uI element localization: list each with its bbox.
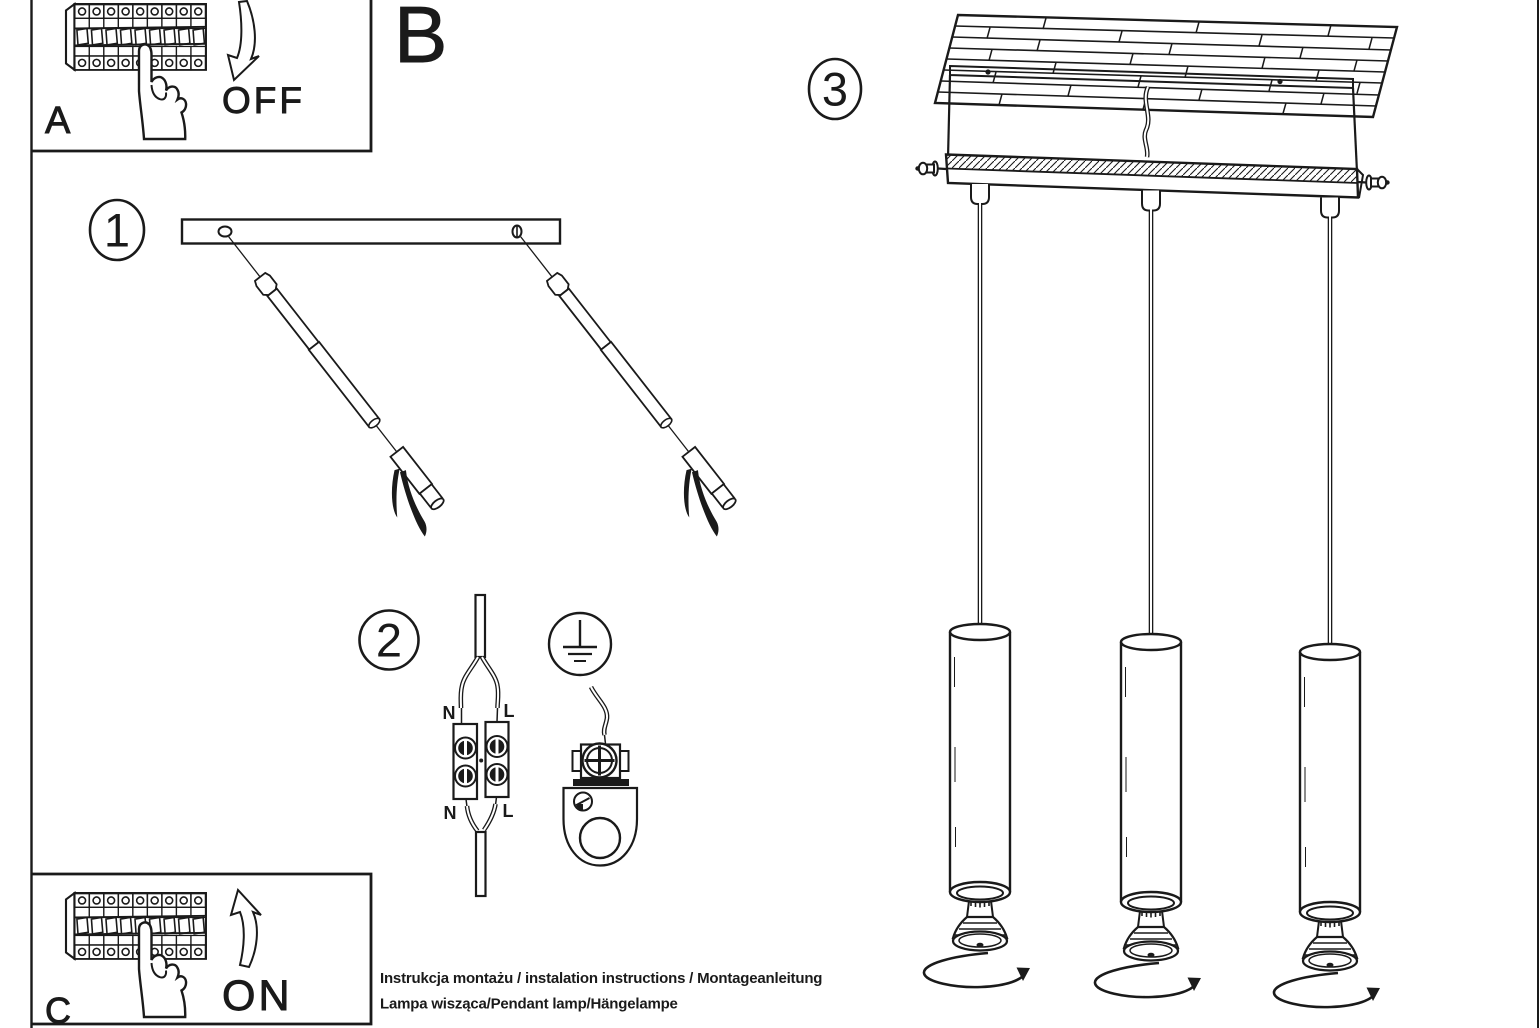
step-1: 1 [88, 198, 749, 544]
label-n-bottom: N [444, 803, 457, 823]
pendant-lamp-left [922, 622, 1032, 989]
label-a: A [45, 100, 71, 142]
step-2-number: 2 [376, 614, 402, 667]
bar-hole-right [511, 224, 523, 239]
breaker-panel-c [66, 893, 206, 959]
canopy [944, 153, 1365, 199]
footer-line-2: Lampa wisząca/Pendant lamp/Hängelampe [380, 996, 678, 1013]
state-on-label: ON [222, 972, 293, 1020]
pendant-lamp-middle [1093, 632, 1203, 999]
ceiling-slab [933, 13, 1399, 119]
ground-symbol-icon [547, 611, 613, 677]
drop-box-right-edge [1351, 87, 1359, 173]
arrow-up-icon [229, 888, 262, 969]
breaker-panel-a [66, 4, 206, 70]
box-a-border [31, 0, 373, 153]
step-3: 3 [807, 13, 1399, 1009]
bar-hole-left [217, 225, 233, 238]
step-3-badge [807, 57, 863, 121]
lamp-cable-bottom [474, 830, 487, 898]
screw-anchor-right [488, 230, 749, 544]
mains-cable-top [474, 593, 487, 659]
box-a: A OFF [31, 0, 373, 153]
canopy-screw-left [915, 160, 947, 177]
state-off-label: OFF [222, 80, 305, 121]
step-2: 2 N L N L [358, 593, 639, 898]
cord-grip-middle [1141, 189, 1161, 212]
pendant-lamp-right [1272, 642, 1382, 1009]
step-1-badge [88, 198, 146, 262]
ground-clamp-icon [562, 742, 639, 867]
step-1-number: 1 [104, 204, 130, 257]
label-b: B [394, 0, 447, 79]
step-3-number: 3 [822, 63, 848, 116]
canopy-screw-right [1357, 174, 1390, 191]
footer-line-1: Instrukcja montażu / instalation instruc… [380, 970, 822, 987]
cord-grip-right [1320, 196, 1340, 219]
label-l-top: L [504, 701, 515, 721]
cord-grip-left [970, 183, 990, 205]
label-l-bottom: L [503, 801, 514, 821]
label-c: C [45, 990, 71, 1028]
label-n-top: N [443, 703, 456, 723]
drop-box-left-edge [946, 74, 952, 159]
arrow-down-icon [226, 0, 260, 82]
mounted-bar [949, 64, 1354, 90]
screw-anchor-left [196, 230, 457, 544]
box-c: C ON [31, 872, 373, 1028]
mounting-bar [180, 218, 562, 245]
box-c-border [31, 872, 373, 1026]
step-2-badge [358, 609, 420, 671]
terminal-block [452, 720, 510, 801]
